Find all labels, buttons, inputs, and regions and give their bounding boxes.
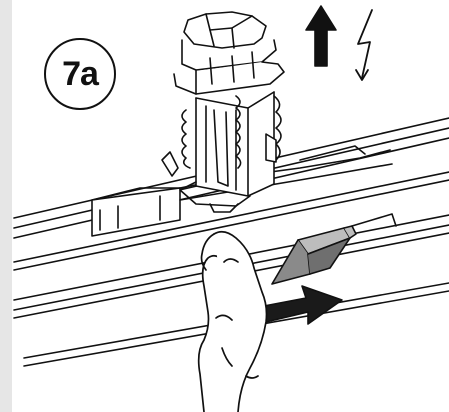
arrow-up-icon	[305, 5, 337, 67]
release-tab	[271, 213, 397, 285]
side-panel-strip	[0, 0, 12, 412]
step-label: 7a	[62, 55, 99, 93]
arrow-right-icon	[263, 285, 343, 325]
carrier-block	[91, 145, 393, 237]
lightning-icon	[355, 9, 373, 81]
step-number-badge: 7a	[44, 38, 116, 110]
latch-tower	[161, 11, 285, 213]
hand-illustration	[197, 230, 268, 412]
